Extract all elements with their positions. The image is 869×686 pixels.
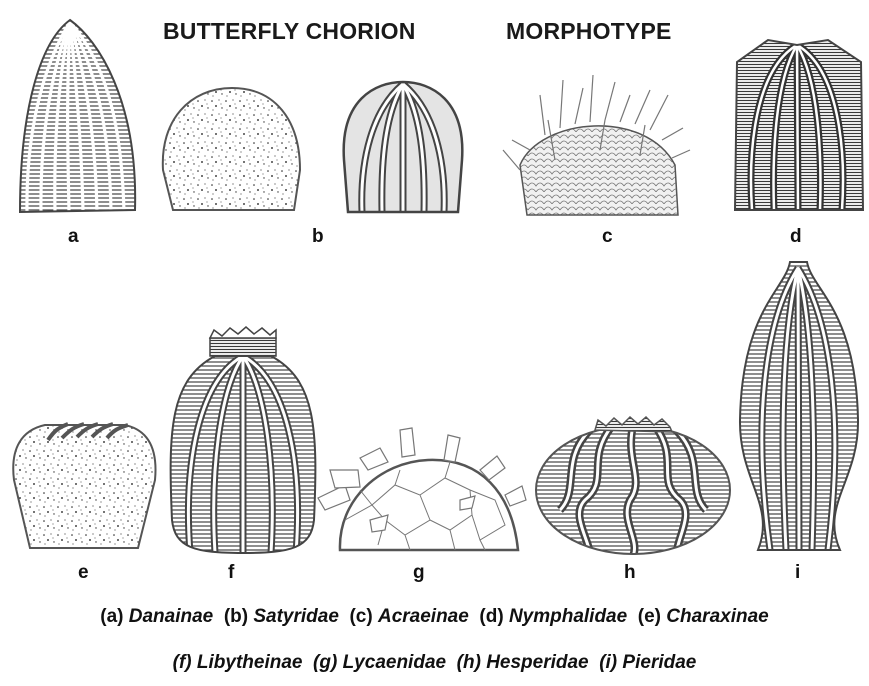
caption-item-c: (c) Acraeinae (349, 606, 468, 627)
egg-c-acraeinae (344, 82, 463, 212)
egg-label-c: c (602, 226, 613, 248)
egg-i-pieridae (740, 262, 858, 550)
egg-e-charaxinae (13, 424, 155, 548)
egg-d-nymphalidae (735, 40, 863, 210)
caption-item-b: (b) Satyridae (224, 606, 339, 627)
caption-item-e: (e) Charaxinae (638, 606, 769, 627)
egg-label-i: i (795, 562, 800, 584)
caption-item-g: (g) Lycaenidae (313, 652, 446, 673)
egg-label-f: f (228, 562, 234, 584)
egg-label-g: g (413, 562, 425, 584)
egg-label-h: h (624, 562, 636, 584)
egg-label-b: b (312, 226, 324, 248)
caption-item-i: (i) Pieridae (599, 652, 696, 673)
caption-item-h: (h) Hesperidae (457, 652, 589, 673)
egg-c-bristled (503, 75, 690, 215)
caption-item-f: (f) Libytheinae (173, 652, 303, 673)
caption-line-1: (a) Danainae (b) Satyridae (c) Acraeinae… (0, 606, 869, 628)
egg-h-hesperidae (536, 417, 730, 556)
egg-label-a: a (68, 226, 79, 248)
egg-label-e: e (78, 562, 89, 584)
egg-g-lycaenidae (318, 428, 526, 550)
egg-f-libytheinae (171, 327, 316, 553)
caption-line-2: (f) Libytheinae (g) Lycaenidae (h) Hespe… (0, 652, 869, 674)
egg-label-d: d (790, 226, 802, 248)
egg-a-danainae (20, 20, 135, 212)
caption-item-a: (a) Danainae (100, 606, 213, 627)
caption-item-d: (d) Nymphalidae (479, 606, 627, 627)
egg-b-satyridae (163, 88, 300, 210)
